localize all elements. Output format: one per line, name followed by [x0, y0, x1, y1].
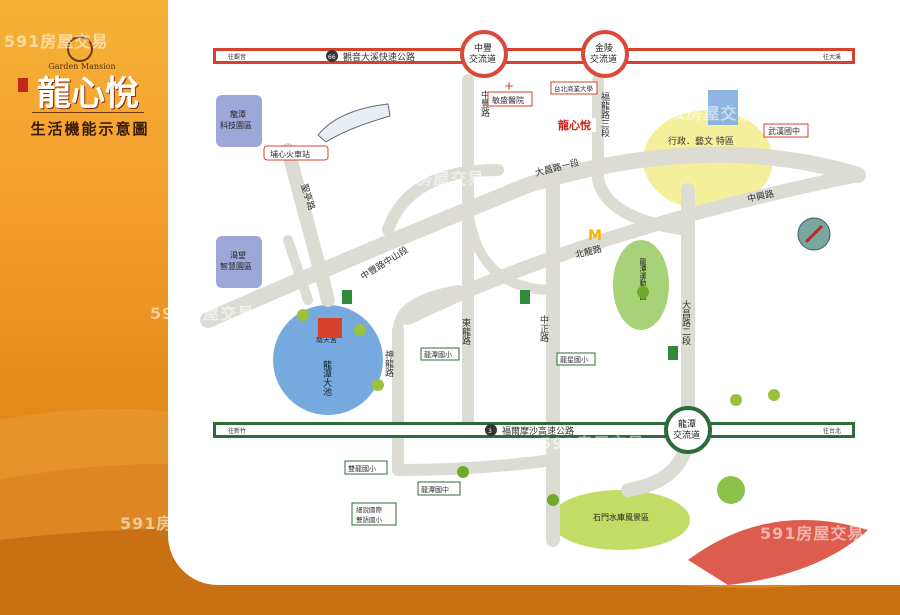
sports-park-label: 龍潭運動公園 [639, 257, 647, 301]
brand-divider [32, 112, 144, 113]
tree-icon [457, 466, 469, 478]
ice-bilingual-school: 細說國際 雙語國小 [351, 502, 397, 526]
watermark-text: 591房屋交易 [380, 169, 485, 188]
highway-3-left-dir: 往新竹 [228, 427, 246, 435]
road-dachang-2: 大昌路二段 [680, 299, 691, 346]
hospital: + 敏盛醫院 [487, 79, 533, 107]
brand-emblem-icon [67, 36, 93, 62]
mcdonalds-icon: M [588, 228, 602, 244]
brand-logo: 龍心悅 [37, 74, 139, 114]
highway-66-shield-icon [326, 50, 338, 62]
interchange-longtan: 龍潭 交流道 [664, 406, 712, 454]
tree-icon [730, 394, 742, 406]
road-fulong-3: 福龍路三段 [599, 91, 610, 138]
wuhan-junior-high-label: 武漢國中 [768, 126, 800, 136]
tree-icon [547, 494, 559, 506]
highway-66-left-dir: 往觀音 [228, 53, 246, 61]
brand-name-en: Garden Mansion [48, 62, 116, 71]
brand-seal-icon [18, 78, 28, 92]
tianmen-temple-label: 南天宮 [316, 335, 337, 344]
globe-icon [717, 476, 745, 504]
highway-66-number: 66 [328, 54, 336, 61]
tree-icon [372, 379, 384, 391]
shuanglong-elementary: 雙龍國小 [344, 460, 388, 475]
watermark-text: 591房屋交易 [4, 32, 109, 51]
page-title: 生活機能示意圖 [30, 120, 150, 138]
train-icon [317, 103, 391, 143]
hospital-label: 敏盛醫院 [492, 95, 524, 105]
wangyi-park-l1: 渴望 [230, 250, 246, 260]
hospital-cross-icon: + [504, 79, 514, 93]
interchange-zhongfeng: 中豐 交流道 [460, 30, 508, 78]
highway-3-number: 3 [488, 428, 492, 435]
ice-bilingual-school-l1: 細說國際 [356, 505, 383, 514]
longxing-elementary-label: 龍星國小 [560, 355, 588, 364]
shimen-zone [550, 490, 690, 550]
svg-text:M: M [588, 228, 602, 244]
shuanglong-elementary-label: 雙龍國小 [348, 464, 376, 473]
sports-park-zone [613, 240, 669, 330]
longtan-junior-high: 龍潭國中 [417, 481, 461, 496]
wuhan-junior-high: 武漢國中 [763, 123, 809, 138]
seven-eleven-icon [668, 346, 678, 360]
road-donglong: 東龍路 [460, 317, 471, 346]
interchange-zhongfeng-l2: 交流道 [469, 53, 496, 65]
science-park-l2: 科技園區 [220, 120, 252, 130]
highway-3: 往新竹 往台北 3 福爾摩沙高速公路 [213, 422, 855, 438]
longtan-elementary: 龍潭國小 [420, 347, 460, 361]
science-park: 龍潭 科技園區 [216, 95, 262, 147]
tree-icon [354, 324, 366, 336]
highway-66-name: 觀音大溪快速公路 [343, 51, 415, 63]
longtan-elementary-label: 龍潭國小 [424, 350, 452, 359]
university-label: 台北商業大學 [554, 84, 594, 93]
interchange-longtan-l1: 龍潭 [678, 418, 696, 430]
compass-icon [797, 217, 831, 251]
road-shenlong: 神龍路 [383, 349, 394, 378]
building-icon [708, 90, 738, 125]
interchange-jinling-l2: 交流道 [590, 53, 617, 65]
watermark-text: 591房屋交易 [540, 434, 645, 453]
tree-icon [768, 389, 780, 401]
tree-icon [297, 309, 309, 321]
watermark-text: 591房屋交易 [120, 514, 225, 533]
seven-eleven-icon [342, 290, 352, 304]
longtan-lake-label: 龍潭大池 [321, 359, 332, 396]
roads [200, 74, 866, 547]
watermark-text: 591房屋交易 [650, 104, 755, 123]
train-station: 埔心火車站 [263, 145, 329, 161]
road-zhongzheng: 中正路 [538, 314, 549, 343]
seven-eleven-icon [520, 290, 530, 304]
longxing-elementary: 龍星國小 [556, 352, 596, 366]
interchange-jinling: 金陵 交流道 [581, 30, 629, 78]
site-marker: 龍心悅 [556, 118, 596, 132]
shimen-label: 石門水庫風景區 [593, 512, 649, 522]
fire-ribbon-icon [688, 520, 868, 585]
highway-3-shield-icon [485, 424, 497, 436]
wangyi-park-l2: 智慧園區 [220, 261, 252, 271]
map: 往觀音 往大溪 66 觀音大溪快速公路 往新竹 往台北 3 福爾摩沙高速公路 中… [200, 30, 868, 585]
tree-icon [637, 286, 649, 298]
interchange-jinling-l1: 金陵 [595, 42, 613, 54]
wangyi-park: 渴望 智慧園區 [216, 236, 262, 288]
highway-3-right-dir: 往台北 [823, 427, 841, 435]
interchange-longtan-l2: 交流道 [673, 429, 700, 441]
science-park-l1: 龍潭 [230, 109, 246, 119]
highway-66: 往觀音 往大溪 66 觀音大溪快速公路 [213, 48, 855, 64]
interchange-zhongfeng-l1: 中豐 [474, 42, 492, 54]
temple-icon [318, 318, 342, 338]
train-station-label: 埔心火車站 [270, 149, 310, 159]
road-zhongfeng: 中豐路 [479, 89, 490, 118]
university: 台北商業大學 [550, 81, 598, 95]
highway-3-name: 福爾摩沙高速公路 [502, 425, 574, 437]
highway-66-right-dir: 往大溪 [823, 53, 841, 61]
watermark-text: 591房屋交易 [150, 304, 255, 323]
watermark-text: 591房屋交易 [760, 309, 865, 328]
watermark-text: 591房屋交易 [760, 524, 865, 543]
site-label: 龍心悅 [558, 118, 591, 132]
longtan-junior-high-label: 龍潭國中 [421, 485, 449, 494]
ice-bilingual-school-l2: 雙語國小 [356, 515, 383, 524]
admin-zone-label: 行政．藝文 特區 [668, 135, 734, 147]
